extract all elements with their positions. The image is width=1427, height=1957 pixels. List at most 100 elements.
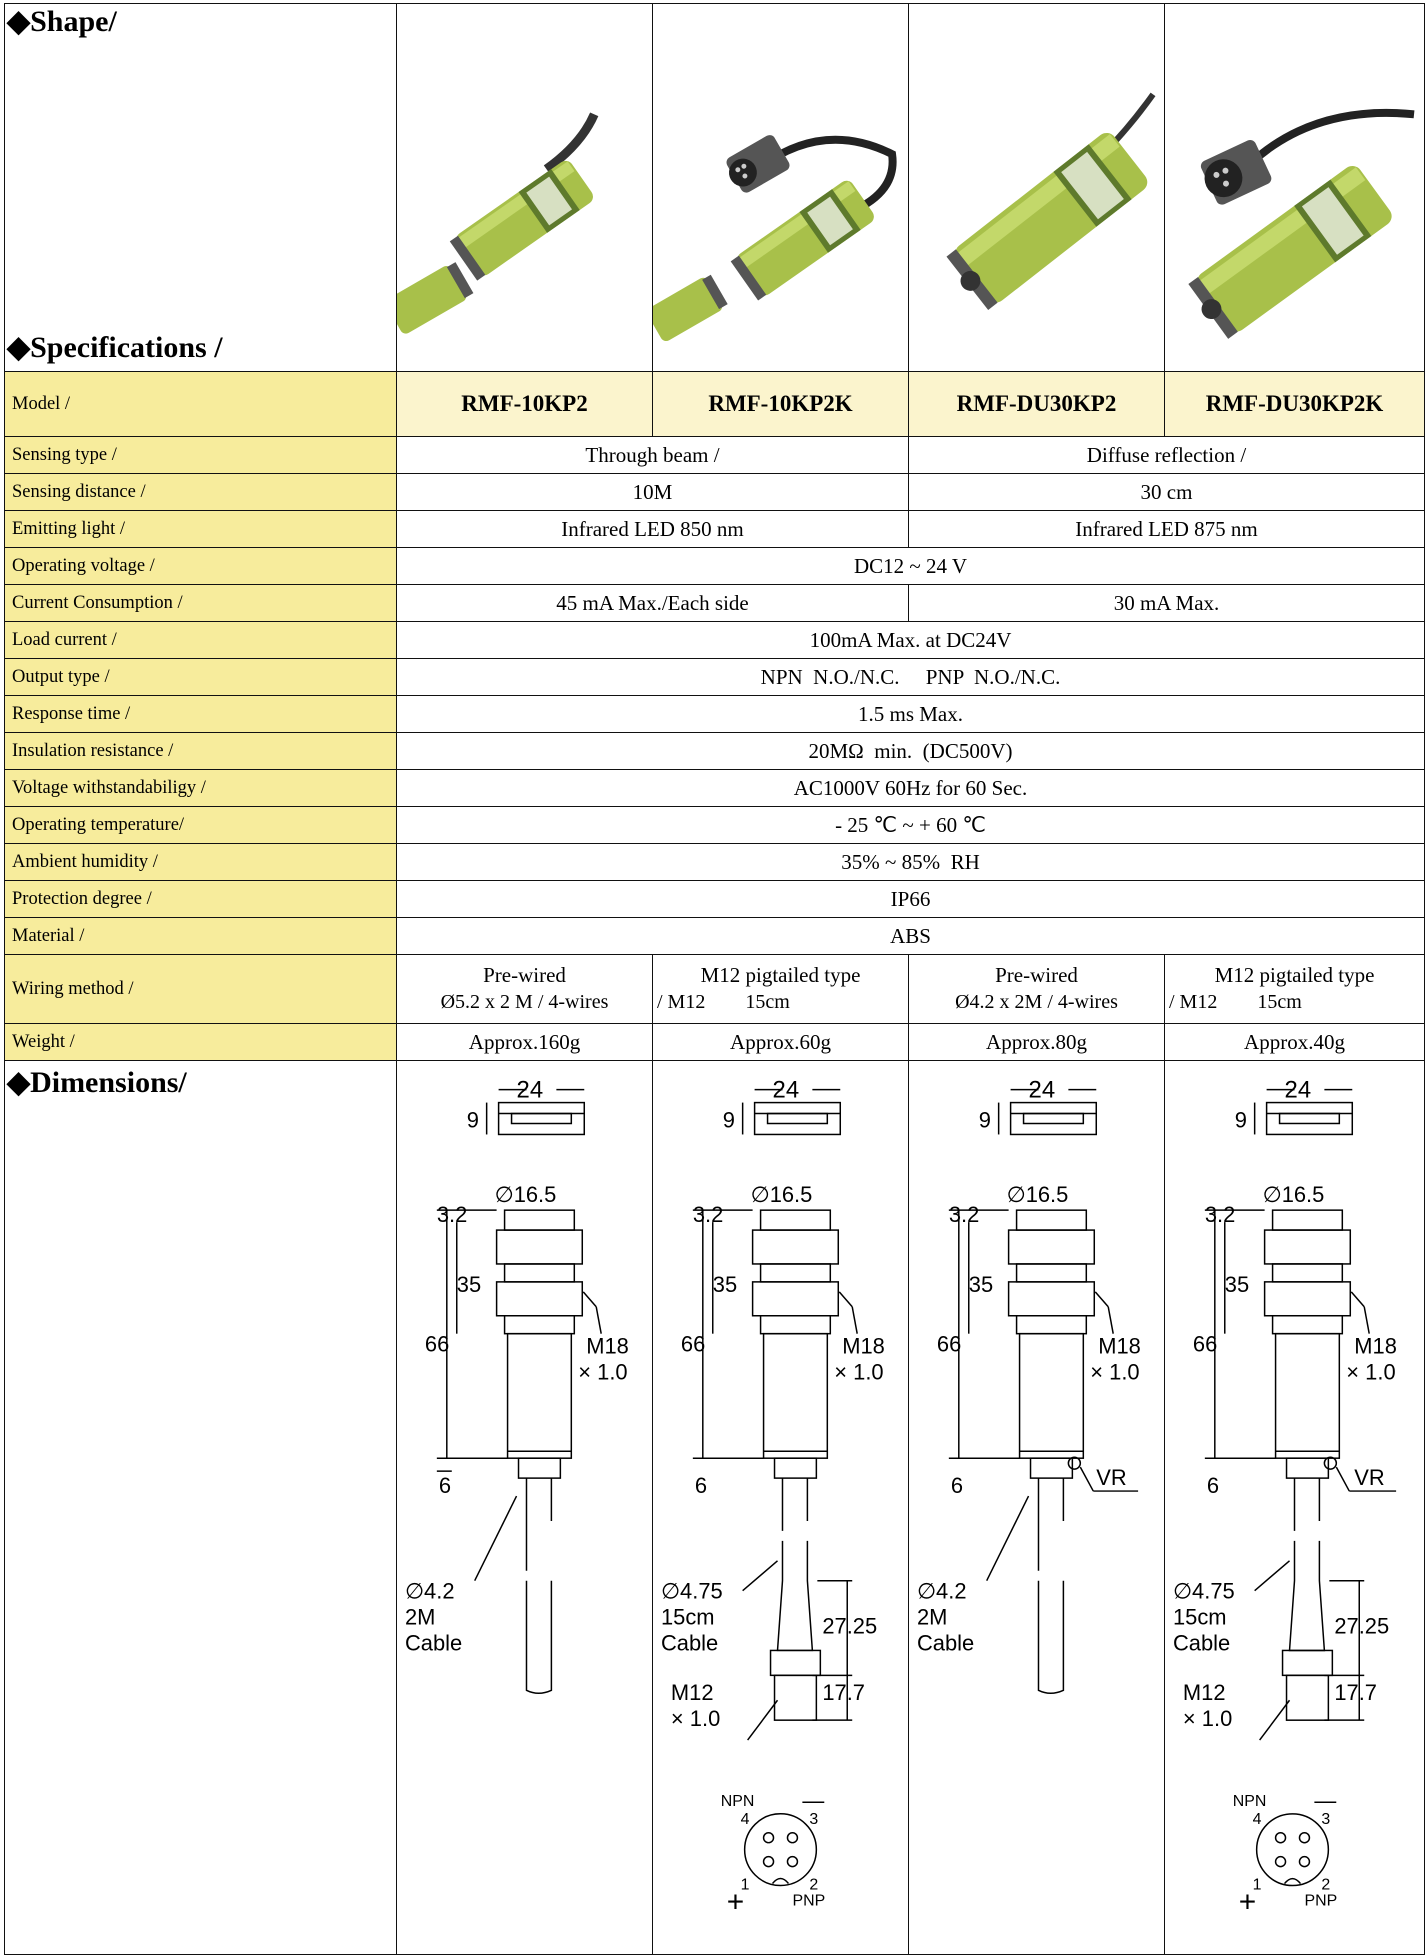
protection-degree-value: IP66	[396, 880, 1425, 918]
pin-pnp-label: PNP	[1304, 1892, 1337, 1909]
dim-cable-length: 2M	[405, 1605, 435, 1630]
voltage-withstand-value: AC1000V 60Hz for 60 Sec.	[396, 769, 1425, 807]
dimension-drawing-pigtail-vr: 24 9 ∅16.5 3.2 35 66 M18 × 1.0 VR 6 ∅4.7…	[1173, 1077, 1397, 1919]
dimensions-heading: ◆Dimensions/	[7, 1066, 187, 1099]
wiring-line1: Pre-wired	[995, 963, 1078, 987]
wiring-line2: Ø5.2 x 2 M / 4-wires	[440, 991, 609, 1013]
wiring-method-rmf-10kp2: Pre-wired Ø5.2 x 2 M / 4-wires	[396, 954, 653, 1024]
dim-thread-m18: M18	[1354, 1334, 1397, 1359]
product-photo-rmf-10kp2k	[652, 3, 909, 372]
pin-2-label: 2	[1321, 1877, 1330, 1894]
dim-tail: 6	[1207, 1473, 1219, 1498]
dimensions-label-cell: ◆Dimensions/	[4, 1060, 397, 1955]
sensor-prewired-vr-photo	[946, 92, 1156, 311]
voltage-withstand-label: Voltage withstandabiligy /	[4, 769, 397, 807]
operating-voltage-label: Operating voltage /	[4, 547, 397, 585]
material-label: Material /	[4, 917, 397, 955]
dim-body-length: 66	[425, 1332, 449, 1357]
material-value: ABS	[396, 917, 1425, 955]
dim-diameter: ∅16.5	[1007, 1182, 1069, 1207]
dim-thread-offset: 3.2	[1205, 1202, 1235, 1227]
dim-height: 9	[1235, 1107, 1247, 1132]
shape-row: ◆Shape/ ◆Specifications /	[4, 3, 1425, 372]
sensor-m12-pigtail-vr-photo	[1188, 108, 1415, 339]
dim-thread-length: 35	[713, 1272, 737, 1297]
emitting-light-through-beam: Infrared LED 850 nm	[396, 510, 909, 548]
dim-connector-length: 27.25	[1334, 1614, 1389, 1639]
dim-connector-pitch: × 1.0	[1183, 1706, 1232, 1731]
dim-thread-offset: 3.2	[949, 1202, 979, 1227]
dim-height: 9	[467, 1107, 479, 1132]
wiring-method-row: Wiring method / Pre-wired Ø5.2 x 2 M / 4…	[4, 954, 1425, 1024]
protection-degree-row: Protection degree / IP66	[4, 880, 1425, 918]
dimension-drawing-rmf-du30kp2: 24 9 ∅16.5 3.2 35 66 M18 × 1.0 VR 6 ∅4.2…	[908, 1060, 1165, 1955]
current-consumption-row: Current Consumption / 45 mA Max./Each si…	[4, 584, 1425, 622]
pin-3-label: 3	[809, 1811, 818, 1828]
response-time-label: Response time /	[4, 695, 397, 733]
dim-thread-offset: 3.2	[437, 1202, 467, 1227]
model-rmf-10kp2: RMF-10KP2	[396, 371, 653, 437]
dimension-drawing-prewired-vr: 24 9 ∅16.5 3.2 35 66 M18 × 1.0 VR 6 ∅4.2…	[917, 1077, 1141, 1695]
dim-tail: 6	[951, 1473, 963, 1498]
pin-minus-label: —	[1314, 1788, 1336, 1813]
pin-npn-label: NPN	[1233, 1793, 1267, 1810]
weight-rmf-du30kp2: Approx.80g	[908, 1023, 1165, 1061]
pin-3-label: 3	[1321, 1811, 1330, 1828]
dim-width: 24	[1285, 1077, 1312, 1104]
sensing-distance-row: Sensing distance / 10M 30 cm	[4, 473, 1425, 511]
wiring-line2: / M12 15cm	[1169, 991, 1302, 1013]
model-rmf-10kp2k: RMF-10KP2K	[652, 371, 909, 437]
pin-minus-label: —	[802, 1788, 824, 1813]
current-consumption-through-beam: 45 mA Max./Each side	[396, 584, 909, 622]
sensing-type-label: Sensing type /	[4, 436, 397, 474]
current-consumption-label: Current Consumption /	[4, 584, 397, 622]
dim-thread-pitch: × 1.0	[834, 1360, 883, 1385]
current-consumption-diffuse: 30 mA Max.	[908, 584, 1425, 622]
model-label: Model /	[4, 371, 397, 437]
output-type-value: NPN N.O./N.C. PNP N.O./N.C.	[396, 658, 1425, 696]
dim-cable-word: Cable	[917, 1630, 974, 1655]
response-time-row: Response time / 1.5 ms Max.	[4, 695, 1425, 733]
dim-thread-pitch: × 1.0	[578, 1360, 627, 1385]
dim-connector-pitch: × 1.0	[671, 1706, 720, 1731]
dim-tail: 6	[439, 1473, 451, 1498]
dim-cable-dia: ∅4.2	[405, 1579, 455, 1604]
dim-thread-length: 35	[969, 1272, 993, 1297]
dimension-drawing-rmf-10kp2k: 24 9 ∅16.5 3.2 35 66 M18 × 1.0 6 ∅4.75 1…	[652, 1060, 909, 1955]
ambient-humidity-label: Ambient humidity /	[4, 843, 397, 881]
output-type-label: Output type /	[4, 658, 397, 696]
load-current-value: 100mA Max. at DC24V	[396, 621, 1425, 659]
dim-cable-word: Cable	[405, 1630, 462, 1655]
emitting-light-row: Emitting light / Infrared LED 850 nm Inf…	[4, 510, 1425, 548]
ambient-humidity-value: 35% ~ 85% RH	[396, 843, 1425, 881]
pin-npn-label: NPN	[721, 1793, 755, 1810]
wiring-line2: / M12 15cm	[657, 991, 790, 1013]
dim-thread-m18: M18	[842, 1334, 885, 1359]
dim-width: 24	[517, 1077, 544, 1104]
wiring-line1: M12 pigtailed type	[1214, 963, 1375, 987]
dim-width: 24	[773, 1077, 800, 1104]
dim-connector-thread-length: 17.7	[822, 1680, 865, 1705]
dim-thread-m18: M18	[586, 1334, 629, 1359]
dim-body-length: 66	[937, 1332, 961, 1357]
pin-1-label: 1	[741, 1877, 750, 1894]
shape-heading: ◆Shape/	[7, 5, 117, 38]
dim-cable-word: Cable	[1173, 1630, 1230, 1655]
dimension-drawing-rmf-10kp2: 24 9 ∅16.5 3.2 35 66 M18 × 1.0 6 ∅4.2 2M…	[396, 1060, 653, 1955]
dim-thread-offset: 3.2	[693, 1202, 723, 1227]
dim-diameter: ∅16.5	[1263, 1182, 1325, 1207]
dim-body-length: 66	[681, 1332, 705, 1357]
dim-cable-length: 2M	[917, 1605, 947, 1630]
operating-temperature-row: Operating temperature/ - 25 ℃ ~ + 60 ℃	[4, 806, 1425, 844]
dim-width: 24	[1029, 1077, 1056, 1104]
dim-cable-length: 15cm	[1173, 1605, 1227, 1630]
sensor-m12-pigtail-photo	[653, 135, 897, 342]
pin-1-label: 1	[1253, 1877, 1262, 1894]
sensing-type-row: Sensing type / Through beam / Diffuse re…	[4, 436, 1425, 474]
dimension-drawing-pigtail: 24 9 ∅16.5 3.2 35 66 M18 × 1.0 6 ∅4.75 1…	[661, 1077, 885, 1919]
wiring-method-label: Wiring method /	[4, 954, 397, 1024]
material-row: Material / ABS	[4, 917, 1425, 955]
shape-label-cell: ◆Shape/ ◆Specifications /	[4, 3, 397, 372]
output-type-row: Output type / NPN N.O./N.C. PNP N.O./N.C…	[4, 658, 1425, 696]
wiring-method-rmf-du30kp2: Pre-wired Ø4.2 x 2M / 4-wires	[908, 954, 1165, 1024]
